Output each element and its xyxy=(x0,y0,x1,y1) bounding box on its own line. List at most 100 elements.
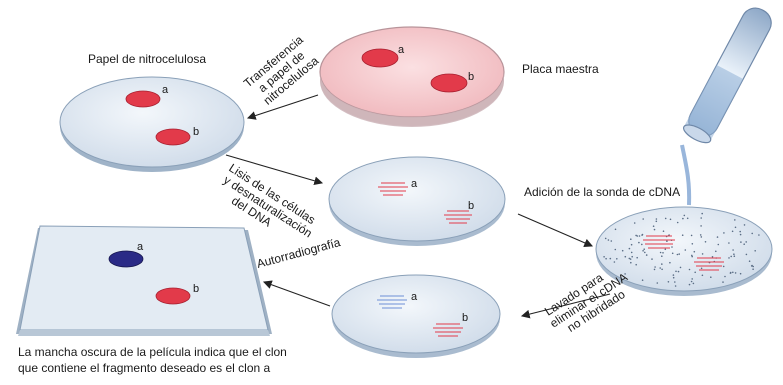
probe-dot xyxy=(668,281,670,283)
probe-dot xyxy=(673,277,675,279)
probe-dot xyxy=(654,266,656,268)
probe-dot xyxy=(636,257,638,259)
transfer-arrow xyxy=(248,95,318,118)
probe-dot xyxy=(746,254,748,256)
caption-line-2: que contiene el fragmento deseado es el … xyxy=(18,361,271,375)
nitro-paper-label: Papel de nitrocelulosa xyxy=(88,52,206,66)
probe-dot xyxy=(728,257,730,259)
probe-dot xyxy=(654,269,656,271)
probe-dot xyxy=(682,218,684,220)
probe-dot xyxy=(754,250,756,252)
probe-dot xyxy=(660,252,662,254)
probe-dot xyxy=(630,258,632,260)
probe-dot xyxy=(659,267,661,269)
spot-b xyxy=(156,288,190,304)
probe-dot xyxy=(629,248,631,250)
probe-dot xyxy=(685,249,687,251)
probe-tube xyxy=(681,3,776,205)
transfer-label: Transferencia a papel de nitrocelulosa xyxy=(241,32,323,110)
probe-dot xyxy=(635,235,637,237)
probe-dot xyxy=(643,248,645,250)
probe-dot xyxy=(674,281,676,283)
probe-dot xyxy=(653,225,655,227)
probe-dot xyxy=(666,240,668,242)
probe-dot xyxy=(661,263,663,265)
probe-dot xyxy=(730,272,732,274)
probe-dot xyxy=(749,260,751,262)
probe-dot xyxy=(734,219,736,221)
autorad-arrow xyxy=(264,282,330,306)
probe-dot xyxy=(701,236,703,238)
plate-colony-b xyxy=(431,74,467,92)
probe-dot xyxy=(630,238,632,240)
probe-dot xyxy=(631,256,633,258)
probe-dot xyxy=(700,234,702,236)
probe-dot xyxy=(691,278,693,280)
probe-dot xyxy=(634,222,636,224)
probe-dot xyxy=(673,274,675,276)
probe-dot xyxy=(671,246,673,248)
probe-dot xyxy=(646,254,648,256)
probe-dot xyxy=(608,239,610,241)
probe-dot xyxy=(694,251,696,253)
washed-a-label: a xyxy=(411,291,418,303)
washed-b-label: b xyxy=(462,312,468,324)
probe-dot xyxy=(661,269,663,271)
autorad-label: Autorradiografía xyxy=(255,235,342,271)
probe-dot xyxy=(717,236,719,238)
probe-dot xyxy=(710,276,712,278)
probe-dot xyxy=(700,217,702,219)
probe-dot xyxy=(603,256,605,258)
probe-dot xyxy=(678,271,680,273)
probe-dot xyxy=(733,253,735,255)
probe-dot xyxy=(758,234,760,236)
probe-dot xyxy=(684,215,686,217)
probe-dot xyxy=(732,231,734,233)
probe-dot xyxy=(691,255,693,257)
probe-dot xyxy=(656,218,658,220)
probe-dot xyxy=(723,266,725,268)
probe-dot xyxy=(670,219,672,221)
membrane-surface xyxy=(60,77,244,167)
colony-b-label: b xyxy=(193,126,199,138)
probe-dot xyxy=(639,235,641,237)
colony-a xyxy=(126,91,160,107)
probe-dot xyxy=(705,241,707,243)
probe-dot xyxy=(691,281,693,283)
probe-dot xyxy=(661,255,663,257)
plate-colony-a xyxy=(362,49,398,67)
probe-dot xyxy=(724,276,726,278)
lysed-membrane-surface xyxy=(329,157,505,241)
probe-dot xyxy=(692,243,694,245)
probe-label: Adición de la sonda de cDNA xyxy=(524,185,680,199)
probe-dot xyxy=(641,244,643,246)
probe-dot xyxy=(638,242,640,244)
probe-dot xyxy=(740,273,742,275)
plate-colony-b-label: b xyxy=(468,71,474,83)
probe-dot xyxy=(644,252,646,254)
probe-dot xyxy=(693,283,695,285)
probe-dot xyxy=(605,258,607,260)
film-a-label: a xyxy=(137,241,144,253)
probe-dot xyxy=(657,282,659,284)
probe-dot xyxy=(675,271,677,273)
probe-dot xyxy=(701,268,703,270)
probe-dot xyxy=(734,255,736,257)
probe-dot xyxy=(605,238,607,240)
probe-dot xyxy=(745,241,747,243)
dark-spot-a xyxy=(109,251,143,267)
colony-b xyxy=(156,129,190,145)
probe-dot xyxy=(680,267,682,269)
probe-dot xyxy=(751,233,753,235)
colony-a-label: a xyxy=(162,84,169,96)
probe-dot xyxy=(665,218,667,220)
probe-dot xyxy=(663,230,665,232)
probe-dot xyxy=(631,252,633,254)
nitrocellulose-membrane: a b xyxy=(60,77,244,172)
probe-dot xyxy=(654,229,656,231)
probe-dot xyxy=(723,232,725,234)
probe-dot xyxy=(689,269,691,271)
probe-dot xyxy=(702,275,704,277)
